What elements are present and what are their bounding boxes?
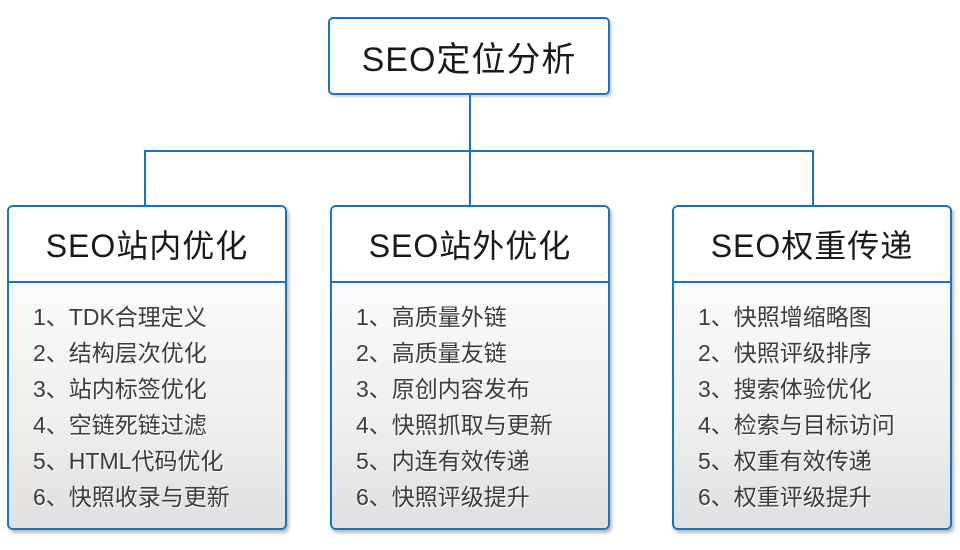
list-item: 2、高质量友链 <box>356 340 507 366</box>
list-item: 6、快照评级提升 <box>356 484 530 510</box>
list-item: 1、高质量外链 <box>356 304 507 330</box>
column-title-label: SEO站外优化 <box>368 228 572 264</box>
connector-drop-left <box>144 150 146 205</box>
column-title-label: SEO站内优化 <box>45 228 249 264</box>
list-item: 6、快照收录与更新 <box>33 484 230 510</box>
list-item: 5、HTML代码优化 <box>33 448 224 474</box>
column-title: SEO站内优化 <box>9 207 285 283</box>
list-item: 3、搜索体验优化 <box>698 376 872 402</box>
column-title: SEO权重传递 <box>674 207 950 283</box>
list-item: 6、权重评级提升 <box>698 484 872 510</box>
list-item: 4、检索与目标访问 <box>698 412 895 438</box>
column-title-label: SEO权重传递 <box>710 228 914 264</box>
connector-drop-right <box>812 150 814 205</box>
column-item-list: 1、TDK合理定义 2、结构层次优化 3、站内标签优化 4、空链死链过滤 5、H… <box>9 283 285 528</box>
connector-horizontal-branch <box>144 150 814 152</box>
list-item: 3、原创内容发布 <box>356 376 530 402</box>
column-title: SEO站外优化 <box>332 207 608 283</box>
root-node-label: SEO定位分析 <box>361 40 577 79</box>
column-weight-transfer: SEO权重传递 1、快照增缩略图 2、快照评级排序 3、搜索体验优化 4、检索与… <box>672 205 952 530</box>
column-offsite-optimization: SEO站外优化 1、高质量外链 2、高质量友链 3、原创内容发布 4、快照抓取与… <box>330 205 610 530</box>
column-item-list: 1、高质量外链 2、高质量友链 3、原创内容发布 4、快照抓取与更新 5、内连有… <box>332 283 608 528</box>
list-item: 4、空链死链过滤 <box>33 412 207 438</box>
list-item: 1、快照增缩略图 <box>698 304 872 330</box>
connector-drop-center <box>469 150 471 205</box>
list-item: 3、站内标签优化 <box>33 376 207 402</box>
list-item: 2、快照评级排序 <box>698 340 872 366</box>
list-item: 5、内连有效传递 <box>356 448 530 474</box>
column-onsite-optimization: SEO站内优化 1、TDK合理定义 2、结构层次优化 3、站内标签优化 4、空链… <box>7 205 287 530</box>
connector-root-stem <box>469 95 471 152</box>
column-item-list: 1、快照增缩略图 2、快照评级排序 3、搜索体验优化 4、检索与目标访问 5、权… <box>674 283 950 528</box>
list-item: 2、结构层次优化 <box>33 340 207 366</box>
list-item: 1、TDK合理定义 <box>33 304 207 330</box>
list-item: 4、快照抓取与更新 <box>356 412 553 438</box>
root-node-seo-positioning: SEO定位分析 <box>328 17 610 95</box>
list-item: 5、权重有效传递 <box>698 448 872 474</box>
